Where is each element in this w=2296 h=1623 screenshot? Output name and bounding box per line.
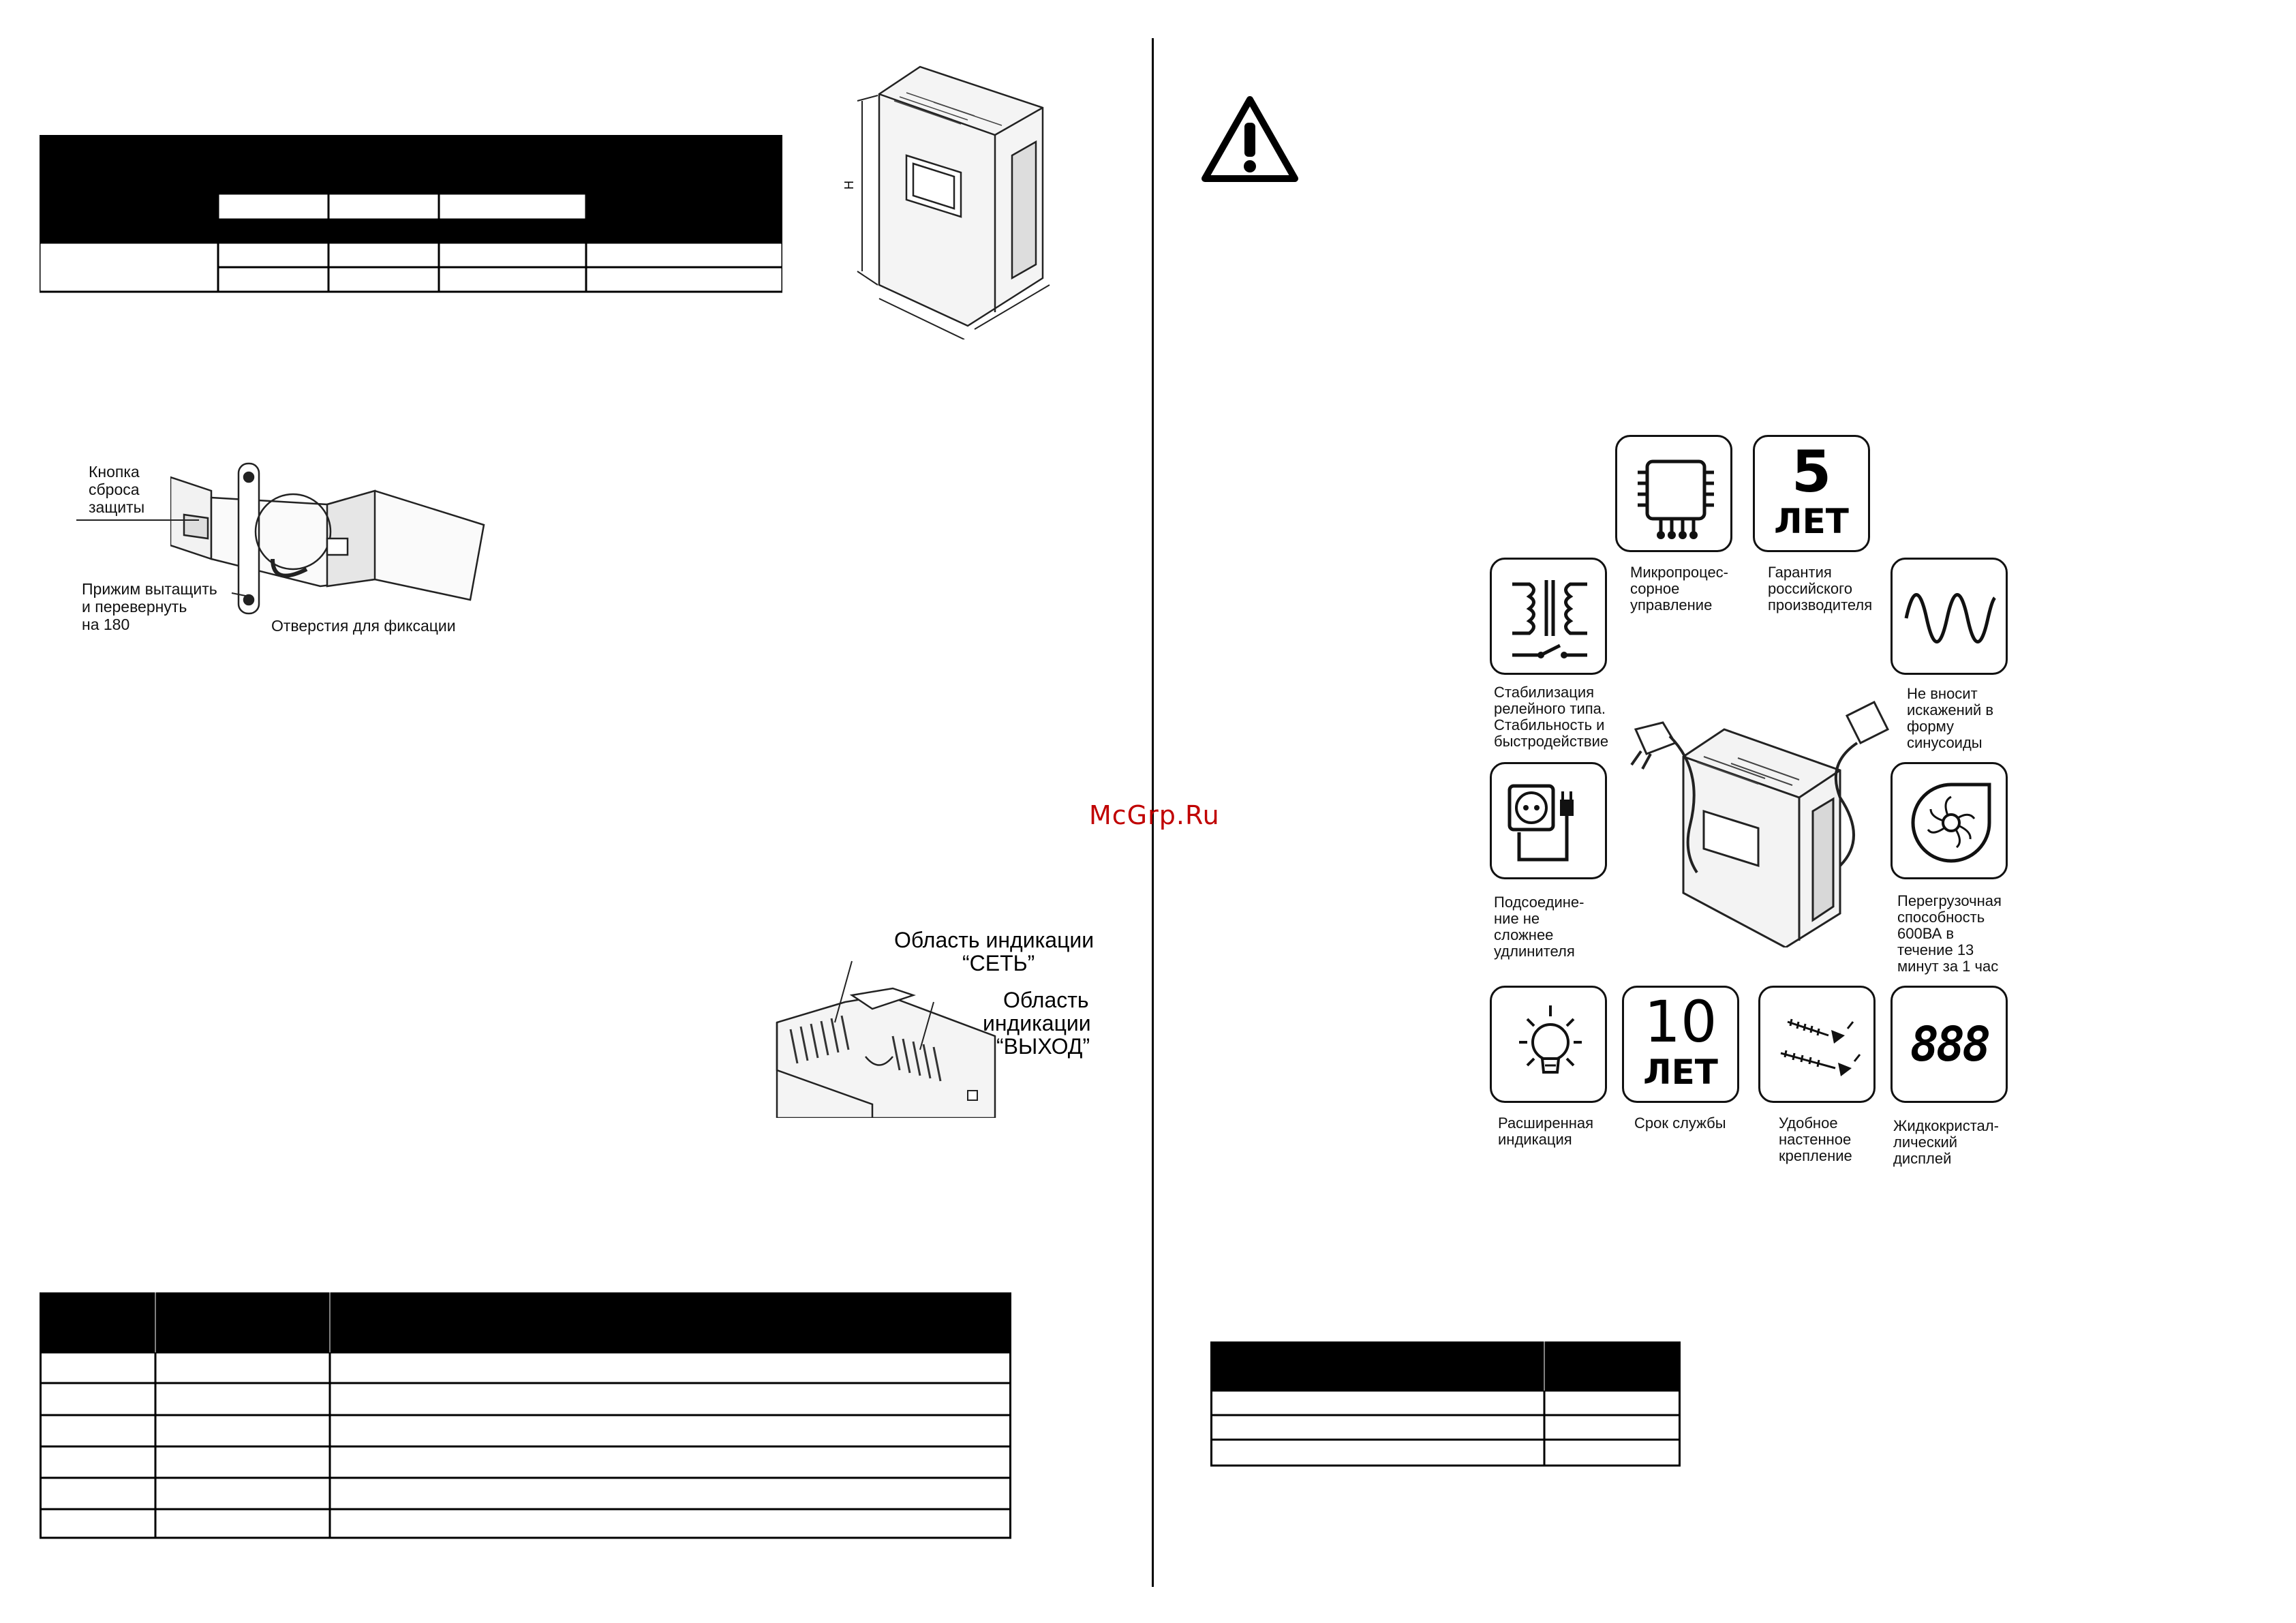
- wall-mount-screws-icon: [1758, 986, 1876, 1103]
- microprocessor-icon: [1615, 435, 1732, 552]
- sine-wave-icon: [1891, 558, 2008, 675]
- indication-areas-drawing: [770, 954, 1002, 1119]
- socket-plug-icon: [1490, 762, 1607, 879]
- feature-label-service: Срок службы: [1634, 1114, 1726, 1132]
- service-10-years-icon: 10 ЛЕТ: [1622, 986, 1739, 1103]
- dimensions-table: [38, 135, 784, 293]
- stabilizer-dimension-drawing: H: [838, 53, 1097, 340]
- reset-button-leader-line: [76, 519, 199, 521]
- mounting-bracket-drawing: [169, 450, 498, 627]
- fixing-holes-label: Отверстия для фиксации: [271, 617, 456, 635]
- relay-transformer-icon: [1490, 558, 1607, 675]
- bracket-sketch: [169, 462, 485, 615]
- top-panel-sketch: [776, 960, 996, 1119]
- lcd-digits-icon: 888: [1891, 986, 2008, 1103]
- dimensions-table-grid: [38, 135, 784, 293]
- specifications-table-grid: [40, 1292, 1011, 1539]
- specifications-table: [40, 1292, 1011, 1539]
- warning-icon: [1201, 94, 1299, 184]
- warranty-5-years-icon: 5 ЛЕТ: [1753, 435, 1870, 552]
- fan-icon: [1891, 762, 2008, 879]
- height-dimension-label: H: [842, 181, 856, 189]
- watermark: McGrp.Ru: [1089, 800, 1220, 830]
- stabilizer-sketch: H: [842, 65, 1050, 340]
- stabilizer-device-illustration: [1622, 688, 1908, 949]
- bulb-icon: [1490, 986, 1607, 1103]
- package-contents-table-grid: [1210, 1341, 1681, 1467]
- page-divider: [1152, 38, 1154, 1587]
- package-contents-table: [1210, 1341, 1681, 1467]
